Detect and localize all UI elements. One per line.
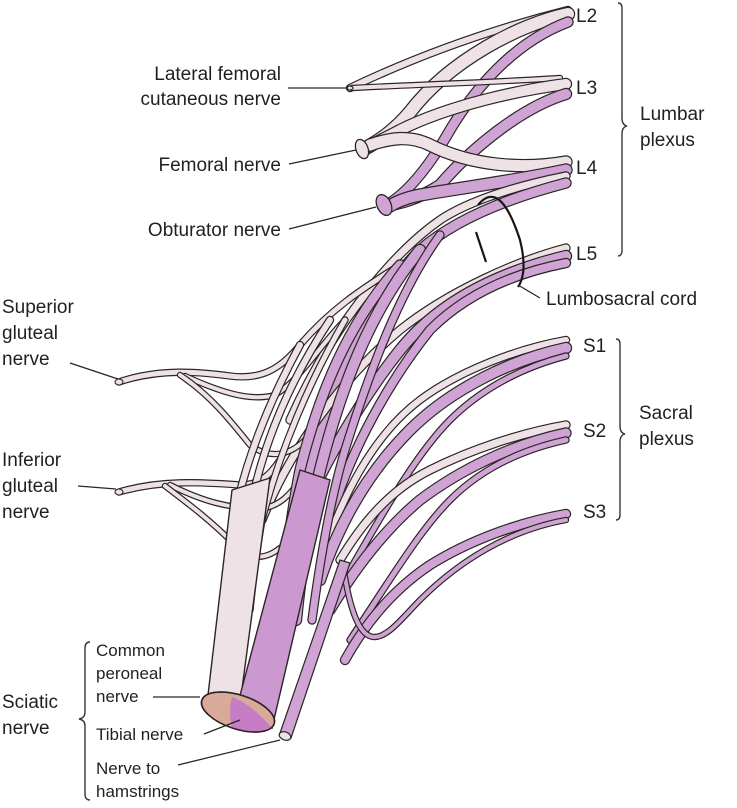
common-peroneal-label-3: nerve [96, 687, 139, 706]
root-label-L4: L4 [576, 158, 598, 179]
nerve-s1-a [325, 337, 569, 543]
leader-inf-gluteal [77, 485, 117, 490]
inf-gluteal-label-3: nerve [2, 502, 50, 523]
lumbosacral-tick [474, 231, 488, 263]
nerve-cut-ends [114, 85, 393, 496]
hamstrings-label-1: Nerve to [96, 759, 160, 778]
leader-obturator [288, 206, 377, 230]
nerve-tibial-strand-3 [308, 231, 444, 624]
sacral-bracket [615, 338, 626, 521]
leader-sup-gluteal [69, 362, 119, 380]
nerve-bundles [115, 5, 576, 666]
root-label-S1: S1 [583, 336, 606, 357]
femoral-nerve-label: Femoral nerve [159, 155, 282, 176]
nerve-labels: Lateral femoral cutaneous nerve Femoral … [2, 64, 697, 801]
nerve-s3-a [341, 510, 570, 664]
nerve-l2-to-obturator [385, 17, 573, 208]
femoral-cut-end [354, 138, 370, 160]
lumbar-plexus-label-2: plexus [640, 130, 695, 151]
common-peroneal-label-1: Common [96, 641, 165, 660]
nerve-l3-to-lat-fem [350, 76, 562, 90]
root-label-L5: L5 [576, 244, 597, 265]
leader-lumbosacral [517, 284, 541, 299]
nerve-s2-b [325, 428, 571, 615]
nerve-l4-to-femoral [364, 133, 572, 172]
nerve-l5-c [326, 259, 570, 524]
lumbosacral-cord-label: Lumbosacral cord [546, 289, 697, 310]
hamstrings-cut-end [278, 731, 292, 741]
sciatic-nerve-label-2: nerve [2, 718, 50, 739]
hamstrings-label-2: hamstrings [96, 782, 179, 801]
nerve-s2-c [347, 437, 569, 643]
root-label-S3: S3 [583, 502, 606, 523]
leader-femoral [288, 149, 357, 165]
sciatic-cross-outline [200, 691, 276, 733]
inf-gluteal-label-1: Inferior [2, 450, 62, 471]
nerve-inf-gluteal-main [116, 457, 283, 495]
inf-gluteal-cut-end [114, 488, 124, 496]
leader-hamstrings [177, 739, 281, 766]
root-label-S2: S2 [583, 421, 606, 442]
nerve-s3-b [341, 518, 568, 639]
sup-gluteal-cut-end [114, 378, 124, 386]
inf-gluteal-label-2: gluteal [2, 476, 58, 497]
sciatic-trunk [200, 469, 351, 741]
root-labels: L2 L3 L4 L5 S1 S2 S3 [576, 6, 606, 523]
lat-fem-cut-label-2: cutaneous nerve [141, 89, 282, 110]
sup-gluteal-label-3: nerve [2, 349, 50, 370]
tibial-nerve-label: Tibial nerve [96, 725, 183, 744]
sup-gluteal-label-1: Superior [2, 297, 74, 318]
sup-gluteal-label-2: gluteal [2, 323, 58, 344]
root-label-L3: L3 [576, 78, 597, 99]
leader-tibial [203, 719, 241, 735]
root-label-L2: L2 [576, 6, 597, 27]
tibial-cross-section [230, 697, 272, 732]
nerve-sup-gluteal-b2 [178, 373, 307, 457]
lumbar-bracket [617, 2, 628, 257]
lumbosacral-ring [477, 195, 525, 288]
lumbosacral-cord-marker [474, 195, 525, 288]
sciatic-bracket [78, 641, 91, 801]
nerve-s1-b [315, 343, 571, 585]
nerve-l4-to-obturator [384, 164, 572, 212]
sciatic-nerve-label-1: Sciatic [2, 692, 58, 713]
common-peroneal-label-2: peroneal [96, 664, 162, 683]
obturator-nerve-label: Obturator nerve [148, 220, 281, 241]
lat-fem-cut-label-1: Lateral femoral [154, 64, 281, 85]
lumbar-plexus-label-1: Lumbar [640, 104, 705, 125]
sacral-plexus-label-2: plexus [639, 429, 694, 450]
group-labels: Lumbar plexus Sacral plexus Sciatic nerv… [2, 104, 705, 739]
sacral-plexus-label-1: Sacral [639, 403, 693, 424]
nerve-s1-c [347, 353, 569, 573]
brackets [78, 2, 628, 801]
obturator-cut-end [375, 193, 393, 217]
leader-lines [69, 87, 541, 766]
nerve-s2-a [336, 421, 570, 564]
